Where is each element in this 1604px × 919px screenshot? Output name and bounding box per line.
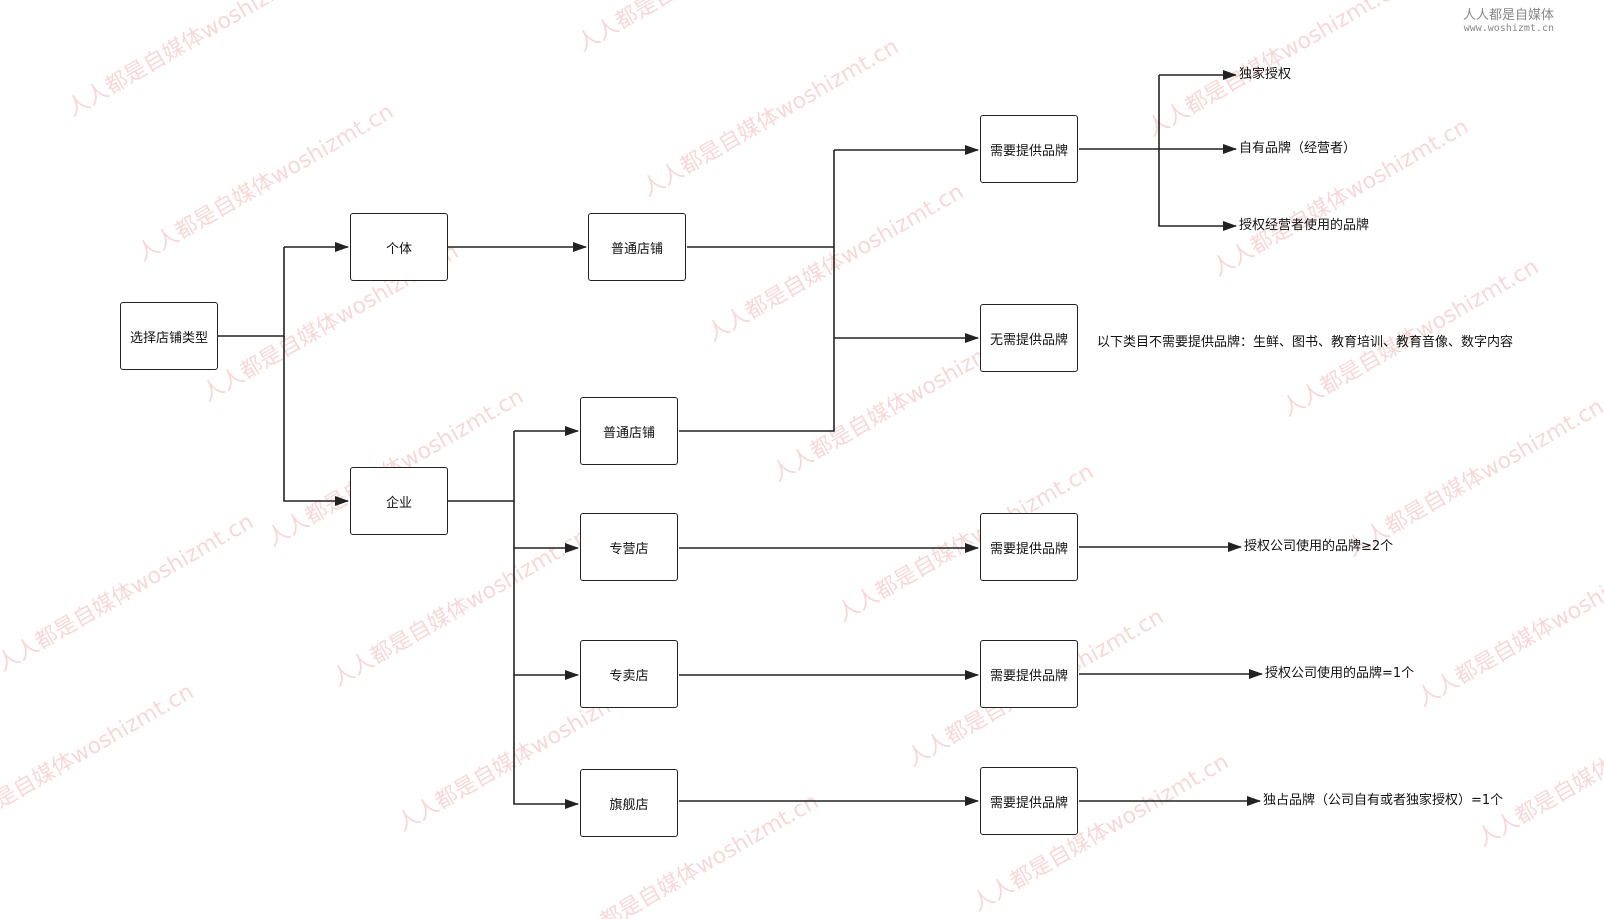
edge-to-exclusive-store	[513, 548, 579, 680]
node-brand-required-3: 需要提供品牌	[980, 640, 1078, 708]
node-individual: 个体	[350, 213, 448, 281]
node-individual-regular-store: 普通店铺	[588, 213, 686, 281]
node-brand-not-required: 无需提供品牌	[980, 304, 1078, 372]
label-flagship-rule: 独占品牌（公司自有或者独家授权）=1个	[1263, 793, 1504, 808]
label-own-brand: 自有品牌（经营者）	[1239, 141, 1357, 156]
label-exclusive-rule: 授权公司使用的品牌=1个	[1265, 666, 1415, 681]
label-franchise-rule: 授权公司使用的品牌≥2个	[1244, 539, 1394, 554]
node-brand-required-1: 需要提供品牌	[980, 115, 1078, 183]
edge-to-franchise-store	[513, 501, 579, 553]
logo-name: 人人都是自媒体	[1462, 8, 1554, 23]
edge-enterprise-trunk	[448, 431, 515, 502]
label-exclusive-license: 独家授权	[1239, 67, 1292, 82]
site-logo: 人人都是自媒体 www.woshizmt.cn	[1463, 8, 1554, 35]
edge-to-flagship-store	[513, 675, 579, 809]
label-no-brand-categories: 以下类目不需要提供品牌：生鲜、图书、教育培训、教育音像、数字内容	[1097, 335, 1514, 350]
edge-root-to-enterprise	[283, 336, 349, 506]
node-select-store-type: 选择店铺类型	[120, 302, 218, 370]
node-enterprise-regular-store: 普通店铺	[580, 397, 678, 465]
logo-url: www.woshizmt.cn	[1463, 23, 1554, 34]
label-licensed-brand: 授权经营者使用的品牌	[1239, 218, 1370, 233]
node-exclusive-store: 专卖店	[580, 640, 678, 708]
edge-root-trunk	[218, 247, 285, 337]
node-flagship-store: 旗舰店	[580, 769, 678, 837]
edge-enterprise-store-to-trunk	[679, 150, 835, 432]
node-brand-required-4: 需要提供品牌	[980, 767, 1078, 835]
edge-brand1-trunk	[1079, 75, 1160, 150]
node-brand-required-2: 需要提供品牌	[980, 513, 1078, 581]
node-enterprise: 企业	[350, 467, 448, 535]
node-franchise-store: 专营店	[580, 513, 678, 581]
edge-to-licensed-brand	[1158, 149, 1237, 231]
